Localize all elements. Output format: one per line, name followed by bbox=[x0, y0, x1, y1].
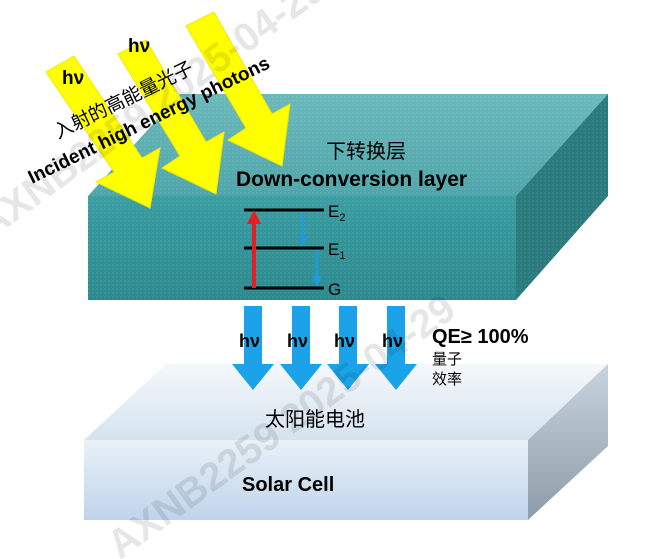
emission-arrow-e1-g bbox=[312, 276, 322, 287]
emitted-photon-label-1: hν bbox=[239, 331, 260, 351]
level-e2-label: E2 bbox=[328, 202, 345, 224]
energy-level-diagram: E2 E1 G bbox=[244, 202, 345, 299]
solar-cell-label-cn: 太阳能电池 bbox=[265, 408, 365, 431]
emitted-photon-label-3: hν bbox=[334, 331, 355, 351]
incident-arrow-1 bbox=[45, 55, 161, 209]
level-e1-label: E1 bbox=[328, 240, 345, 262]
level-g-label: G bbox=[328, 280, 341, 299]
solar-cell-side-face bbox=[528, 364, 608, 520]
emission-arrow-e2-e1 bbox=[298, 236, 308, 247]
incident-arrow-2 bbox=[117, 39, 225, 195]
solar-cell-label-en: Solar Cell bbox=[242, 474, 334, 496]
emitted-photon-arrows: hν hν hν hν bbox=[232, 306, 417, 390]
emitted-photon-label-2: hν bbox=[287, 331, 308, 351]
excitation-arrow bbox=[247, 210, 261, 224]
emitted-arrow-4 bbox=[375, 306, 417, 390]
dc-label-cn: 下转换层 bbox=[326, 140, 406, 163]
emitted-arrow-3 bbox=[327, 306, 369, 390]
solar-cell-front-face bbox=[84, 440, 528, 520]
solar-cell-top-face bbox=[84, 364, 608, 440]
qe-label: QE≥ 100% bbox=[432, 326, 529, 348]
incident-arrow-3 bbox=[185, 11, 291, 167]
incident-photon-symbol-2: hν bbox=[128, 36, 150, 57]
incident-photon-symbol-1: hν bbox=[62, 68, 84, 89]
solar-cell-slab bbox=[84, 364, 608, 520]
qe-label-cn-1: 量子 bbox=[432, 351, 462, 368]
emitted-photon-label-4: hν bbox=[382, 331, 403, 351]
qe-label-cn-2: 效率 bbox=[432, 371, 462, 388]
dc-label-en: Down-conversion layer bbox=[236, 168, 467, 191]
incident-photon-arrows bbox=[45, 11, 291, 209]
emitted-arrow-2 bbox=[280, 306, 322, 390]
emitted-arrow-1 bbox=[232, 306, 274, 390]
